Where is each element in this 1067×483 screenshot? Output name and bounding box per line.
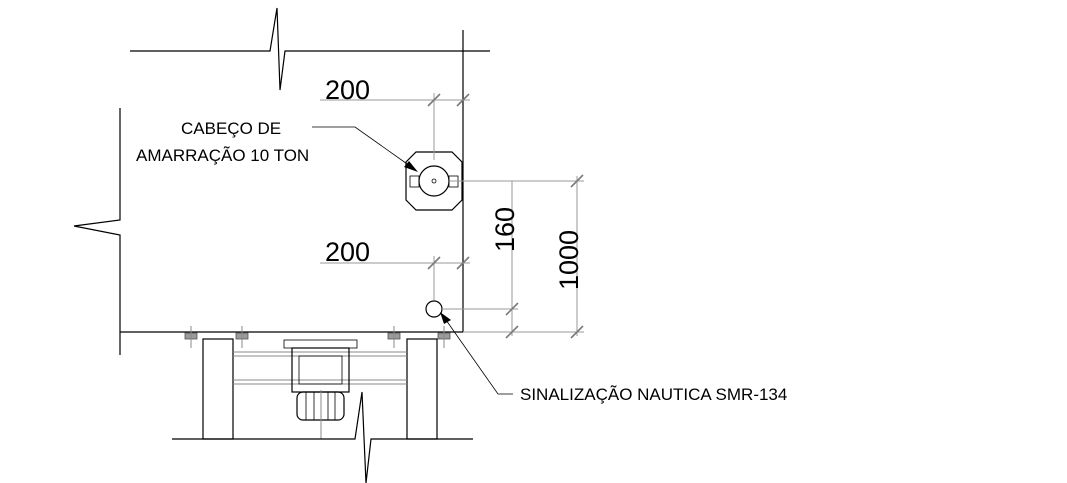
bitt-label-line2: AMARRAÇÃO 10 TON <box>136 146 309 165</box>
dimension-lines <box>320 93 584 339</box>
dim-160: 160 <box>490 207 520 252</box>
dim-1000: 1000 <box>554 230 584 290</box>
bitt-label-line1: CABEÇO DE <box>181 119 281 138</box>
dim-200-mid: 200 <box>325 237 370 267</box>
mooring-bitt <box>405 151 463 211</box>
dim-200-top: 200 <box>325 75 370 105</box>
anchor-bolts <box>184 326 451 348</box>
substructure <box>172 326 473 483</box>
nav-marker-label: SINALIZAÇÃO NAUTICA SMR-134 <box>520 385 787 404</box>
slab-outline <box>73 7 490 355</box>
nav-marker-symbol <box>425 300 443 318</box>
leader-lines <box>312 126 513 395</box>
